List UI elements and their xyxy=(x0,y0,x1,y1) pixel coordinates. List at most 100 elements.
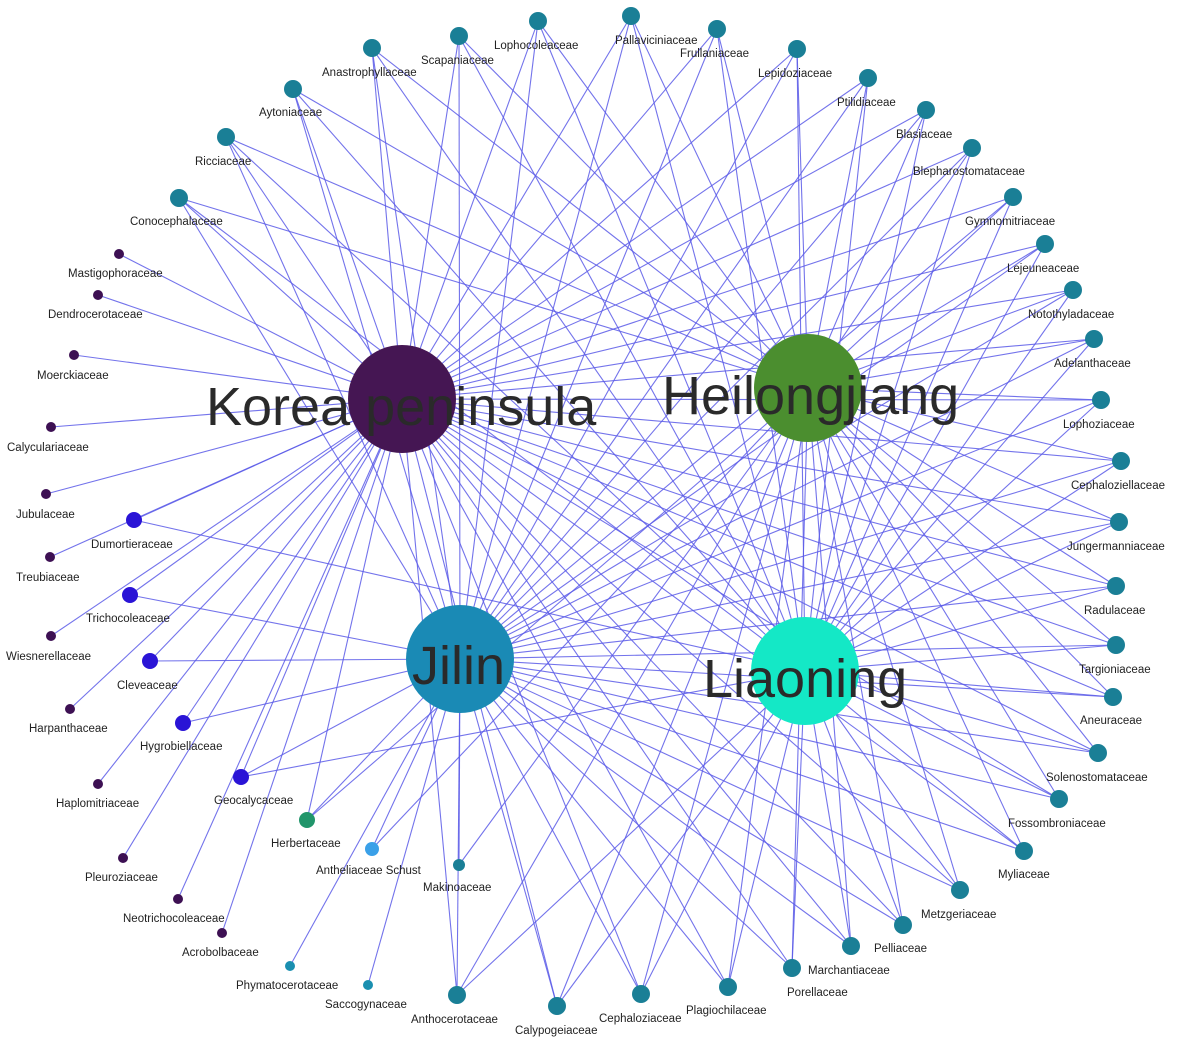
family-node-lophocoleaceae[interactable] xyxy=(529,12,547,30)
family-node-aytoniaceae[interactable] xyxy=(284,80,302,98)
family-node-makinoaceae[interactable] xyxy=(453,859,465,871)
edge-aneuraceae-korea xyxy=(401,398,1114,698)
family-node-porellaceae[interactable] xyxy=(783,959,801,977)
family-node-notothyladaceae[interactable] xyxy=(1064,281,1082,299)
family-node-treubiaceae[interactable] xyxy=(45,552,55,562)
family-node-radulaceae[interactable] xyxy=(1107,577,1125,595)
family-node-pallaviciniaceae[interactable] xyxy=(622,7,640,25)
family-label-solenostomataceae: Solenostomataceae xyxy=(1046,772,1148,784)
edge-plagiochilaceae-liaoning xyxy=(727,670,806,988)
edge-cephaloziaceae-heilongjiang xyxy=(640,387,809,995)
family-label-phymatocerotaceae: Phymatocerotaceae xyxy=(236,980,338,992)
family-node-anastrophyllaceae[interactable] xyxy=(363,39,381,57)
family-node-scapaniaceae[interactable] xyxy=(450,27,468,45)
family-node-acrobolbaceae[interactable] xyxy=(217,928,227,938)
family-node-adelanthaceae[interactable] xyxy=(1085,330,1103,348)
hub-node-jilin[interactable] xyxy=(406,605,514,713)
family-label-neotrichocoleaceae: Neotrichocoleaceae xyxy=(123,913,225,925)
family-node-calypogeiaceae[interactable] xyxy=(548,997,566,1015)
family-label-frullaniaceae: Frullaniaceae xyxy=(680,48,749,60)
family-node-blasiaceae[interactable] xyxy=(917,101,935,119)
family-node-dumortieraceae[interactable] xyxy=(126,512,142,528)
family-label-cephaloziaceae: Cephaloziaceae xyxy=(599,1013,681,1025)
family-node-solenostomataceae[interactable] xyxy=(1089,744,1107,762)
hub-node-liaoning[interactable] xyxy=(751,617,859,725)
family-node-pleuroziaceae[interactable] xyxy=(118,853,128,863)
family-node-aneuraceae[interactable] xyxy=(1104,688,1122,706)
family-node-moerckiaceae[interactable] xyxy=(69,350,79,360)
family-node-hygrobiellaceae[interactable] xyxy=(175,715,191,731)
edge-porellaceae-jilin xyxy=(459,658,793,969)
family-node-geocalycaceae[interactable] xyxy=(233,769,249,785)
edge-adelanthaceae-korea xyxy=(401,338,1095,400)
family-label-plagiochilaceae: Plagiochilaceae xyxy=(686,1005,767,1017)
family-node-conocephalaceae[interactable] xyxy=(170,189,188,207)
edge-aneuraceae-heilongjiang xyxy=(807,387,1114,698)
edge-lepidoziaceae-jilin xyxy=(459,48,798,660)
family-label-ptilidiaceae: Ptilidiaceae xyxy=(837,97,896,109)
family-node-dendrocerotaceae[interactable] xyxy=(93,290,103,300)
family-node-haplomitriaceae[interactable] xyxy=(93,779,103,789)
family-node-anthocerotaceae[interactable] xyxy=(448,986,466,1004)
family-label-myliaceae: Myliaceae xyxy=(998,869,1050,881)
edge-ricciaceae-heilongjiang xyxy=(225,136,809,389)
edge-cephaloziaceae-liaoning xyxy=(640,670,806,995)
family-label-pallaviciniaceae: Pallaviciniaceae xyxy=(615,35,697,47)
family-label-blepharostomataceae: Blepharostomataceae xyxy=(913,166,1025,178)
family-label-aneuraceae: Aneuraceae xyxy=(1080,715,1142,727)
family-node-layer: PallaviciniaceaeFrullaniaceaeLepidoziace… xyxy=(6,7,1165,1037)
family-node-blepharostomataceae[interactable] xyxy=(963,139,981,157)
family-node-ptilidiaceae[interactable] xyxy=(859,69,877,87)
hub-node-heilongjiang[interactable] xyxy=(754,334,862,442)
edge-calyculariaceae-korea xyxy=(50,398,403,428)
family-node-targioniaceae[interactable] xyxy=(1107,636,1125,654)
family-node-mastigophoraceae[interactable] xyxy=(114,249,124,259)
family-node-jungermanniaceae[interactable] xyxy=(1110,513,1128,531)
edge-myliaceae-jilin xyxy=(459,658,1025,852)
family-label-jubulaceae: Jubulaceae xyxy=(16,509,75,521)
family-label-calypogeiaceae: Calypogeiaceae xyxy=(515,1025,597,1037)
family-node-marchantiaceae[interactable] xyxy=(842,937,860,955)
family-node-herbertaceae[interactable] xyxy=(299,812,315,828)
edge-herbertaceae-korea xyxy=(306,398,403,821)
family-node-calyculariaceae[interactable] xyxy=(46,422,56,432)
family-node-saccogynaceae[interactable] xyxy=(363,980,373,990)
family-node-jubulaceae[interactable] xyxy=(41,489,51,499)
family-node-trichocoleaceae[interactable] xyxy=(122,587,138,603)
family-label-harpanthaceae: Harpanthaceae xyxy=(29,723,108,735)
family-node-gymnomitriaceae[interactable] xyxy=(1004,188,1022,206)
family-node-wiesnerellaceae[interactable] xyxy=(46,631,56,641)
family-node-lophoziaceae[interactable] xyxy=(1092,391,1110,409)
family-node-cephaloziaceae[interactable] xyxy=(632,985,650,1003)
family-node-lejeuneaceae[interactable] xyxy=(1036,235,1054,253)
family-node-lepidoziaceae[interactable] xyxy=(788,40,806,58)
edge-radulaceae-korea xyxy=(401,398,1117,587)
family-node-plagiochilaceae[interactable] xyxy=(719,978,737,996)
family-node-fossombroniaceae[interactable] xyxy=(1050,790,1068,808)
family-node-frullaniaceae[interactable] xyxy=(708,20,726,38)
edge-ptilidiaceae-korea xyxy=(401,77,869,400)
family-label-scapaniaceae: Scapaniaceae xyxy=(421,55,494,67)
family-node-cephaloziellaceae[interactable] xyxy=(1112,452,1130,470)
family-label-porellaceae: Porellaceae xyxy=(787,987,848,999)
family-label-cephaloziellaceae: Cephaloziellaceae xyxy=(1071,480,1165,492)
family-node-antheliaceae-schust[interactable] xyxy=(365,842,379,856)
family-label-lophocoleaceae: Lophocoleaceae xyxy=(494,40,578,52)
family-node-myliaceae[interactable] xyxy=(1015,842,1033,860)
hub-node-korea[interactable] xyxy=(348,345,456,453)
family-node-harpanthaceae[interactable] xyxy=(65,704,75,714)
edge-plagiochilaceae-korea xyxy=(401,398,729,988)
family-node-ricciaceae[interactable] xyxy=(217,128,235,146)
family-node-pelliaceae[interactable] xyxy=(894,916,912,934)
edge-lophoziaceae-korea xyxy=(401,398,1102,401)
family-node-cleveaceae[interactable] xyxy=(142,653,158,669)
family-node-phymatocerotaceae[interactable] xyxy=(285,961,295,971)
edge-fossombroniaceae-korea xyxy=(401,398,1060,800)
edge-harpanthaceae-korea xyxy=(69,398,403,710)
family-node-metzgeriaceae[interactable] xyxy=(951,881,969,899)
edge-radulaceae-heilongjiang xyxy=(807,387,1117,587)
family-label-makinoaceae: Makinoaceae xyxy=(423,882,491,894)
edge-gymnomitriaceae-korea xyxy=(401,196,1014,400)
family-node-neotrichocoleaceae[interactable] xyxy=(173,894,183,904)
